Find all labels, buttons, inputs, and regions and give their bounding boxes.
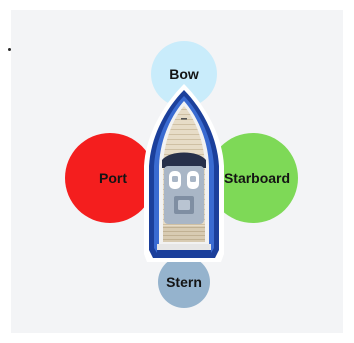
- stern-label: Stern: [166, 274, 202, 290]
- bow-label: Bow: [169, 66, 199, 82]
- port-label: Port: [99, 170, 127, 186]
- boat-top-view-icon: [144, 84, 224, 262]
- starboard-label: Starboard: [224, 170, 290, 186]
- port-marker: Port: [65, 133, 155, 223]
- stern-marker: Stern: [158, 256, 210, 308]
